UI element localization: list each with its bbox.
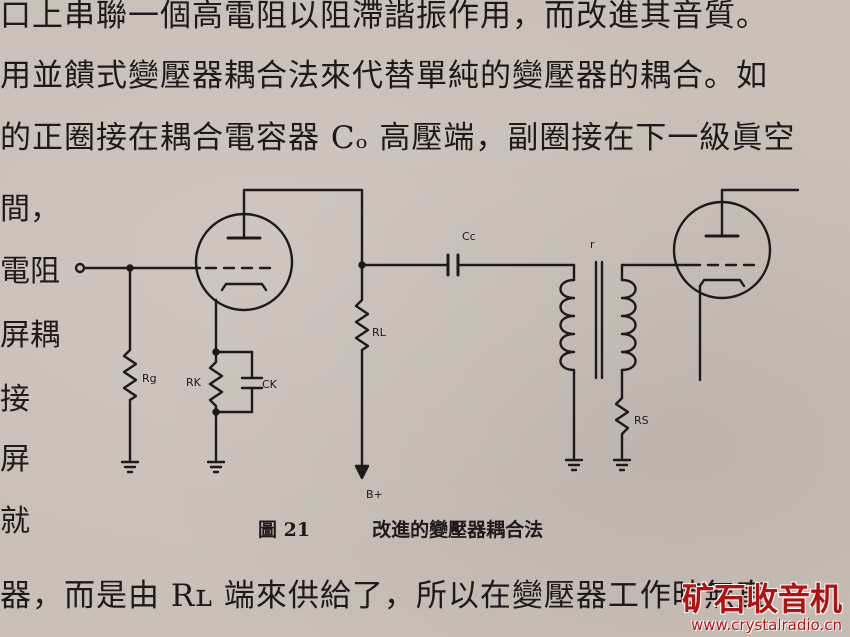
label-ck: CK xyxy=(262,378,278,391)
figure-title: 改進的變壓器耦合法 xyxy=(372,519,544,541)
side-text-1: 間， xyxy=(0,192,60,227)
text-line-3: 的正圈接在耦合電容器 Cₒ 高壓端，副圈接在下一級眞空 xyxy=(0,120,796,156)
label-transformer: r xyxy=(590,238,595,251)
figure-number: 圖 21 xyxy=(258,519,311,541)
label-rs: RS xyxy=(634,414,649,427)
input-terminal xyxy=(74,262,202,274)
text-line-1: 口上串聯一個高電阻以阻滯諧振作用，而改進其音質。 xyxy=(0,0,768,34)
cathode-network xyxy=(208,298,264,462)
label-rk: RK xyxy=(186,376,202,389)
plate-lead xyxy=(242,188,364,267)
figure-caption: 圖 21 改進的變壓器耦合法 xyxy=(258,515,543,542)
label-rl: RL xyxy=(372,326,387,339)
plate-load-resistor-rl xyxy=(354,263,370,480)
transformer-primary xyxy=(559,263,576,460)
watermark: 矿石收音机 www.crystalradio.cn xyxy=(682,581,842,633)
ground-symbol-3 xyxy=(564,458,584,472)
text-line-bottom: 器，而是由 Rʟ 端來供給了，所以在變壓器工作時無直 xyxy=(0,578,768,614)
text-line-2: 用並饋式變壓器耦合法來代替單純的變壓器的耦合。如 xyxy=(0,58,768,94)
side-text-2: 電阻 xyxy=(0,254,60,289)
label-bplus: B+ xyxy=(366,488,383,501)
grid-resistor-rg xyxy=(122,266,138,462)
side-text-5: 屏 xyxy=(0,442,30,477)
side-text-6: 就 xyxy=(0,504,30,539)
coupling-capacitor-cc xyxy=(360,253,576,277)
ground-symbol-2 xyxy=(206,460,226,474)
transformer-core xyxy=(594,260,604,380)
transformer-secondary xyxy=(614,263,692,460)
side-text-4: 接 xyxy=(0,382,30,417)
ground-symbol-4 xyxy=(612,458,632,472)
label-cc: Cc xyxy=(462,230,476,243)
watermark-title: 矿石收音机 xyxy=(681,580,842,618)
ground-symbol-1 xyxy=(120,460,140,474)
watermark-url: www.crystalradio.cn xyxy=(690,616,842,634)
vacuum-tube-2 xyxy=(672,188,800,382)
label-rg: Rg xyxy=(142,372,157,385)
side-text-3: 屏耦 xyxy=(0,318,60,353)
vacuum-tube-1 xyxy=(194,212,294,312)
